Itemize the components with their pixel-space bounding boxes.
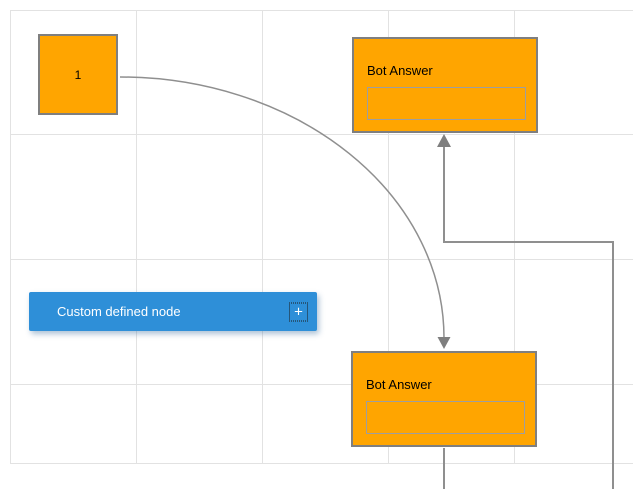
node-start[interactable]: 1 [38,34,118,115]
node-title: Bot Answer [366,377,432,392]
connector-orthogonal[interactable] [437,134,614,489]
node-bot-answer-bottom[interactable]: Bot Answer [351,351,537,447]
answer-input-box[interactable] [367,87,526,120]
arrowhead-down-icon [437,337,451,349]
node-bot-answer-top[interactable]: Bot Answer [352,37,538,133]
node-custom-label: Custom defined node [57,304,181,319]
node-custom-defined[interactable]: Custom defined node + [29,292,317,331]
add-port-plus-icon[interactable]: + [289,302,308,321]
connector-curved[interactable] [119,76,451,349]
node-start-label: 1 [74,67,82,82]
arrowhead-up-icon [437,134,451,147]
node-title: Bot Answer [367,63,433,78]
answer-input-box[interactable] [366,401,525,434]
